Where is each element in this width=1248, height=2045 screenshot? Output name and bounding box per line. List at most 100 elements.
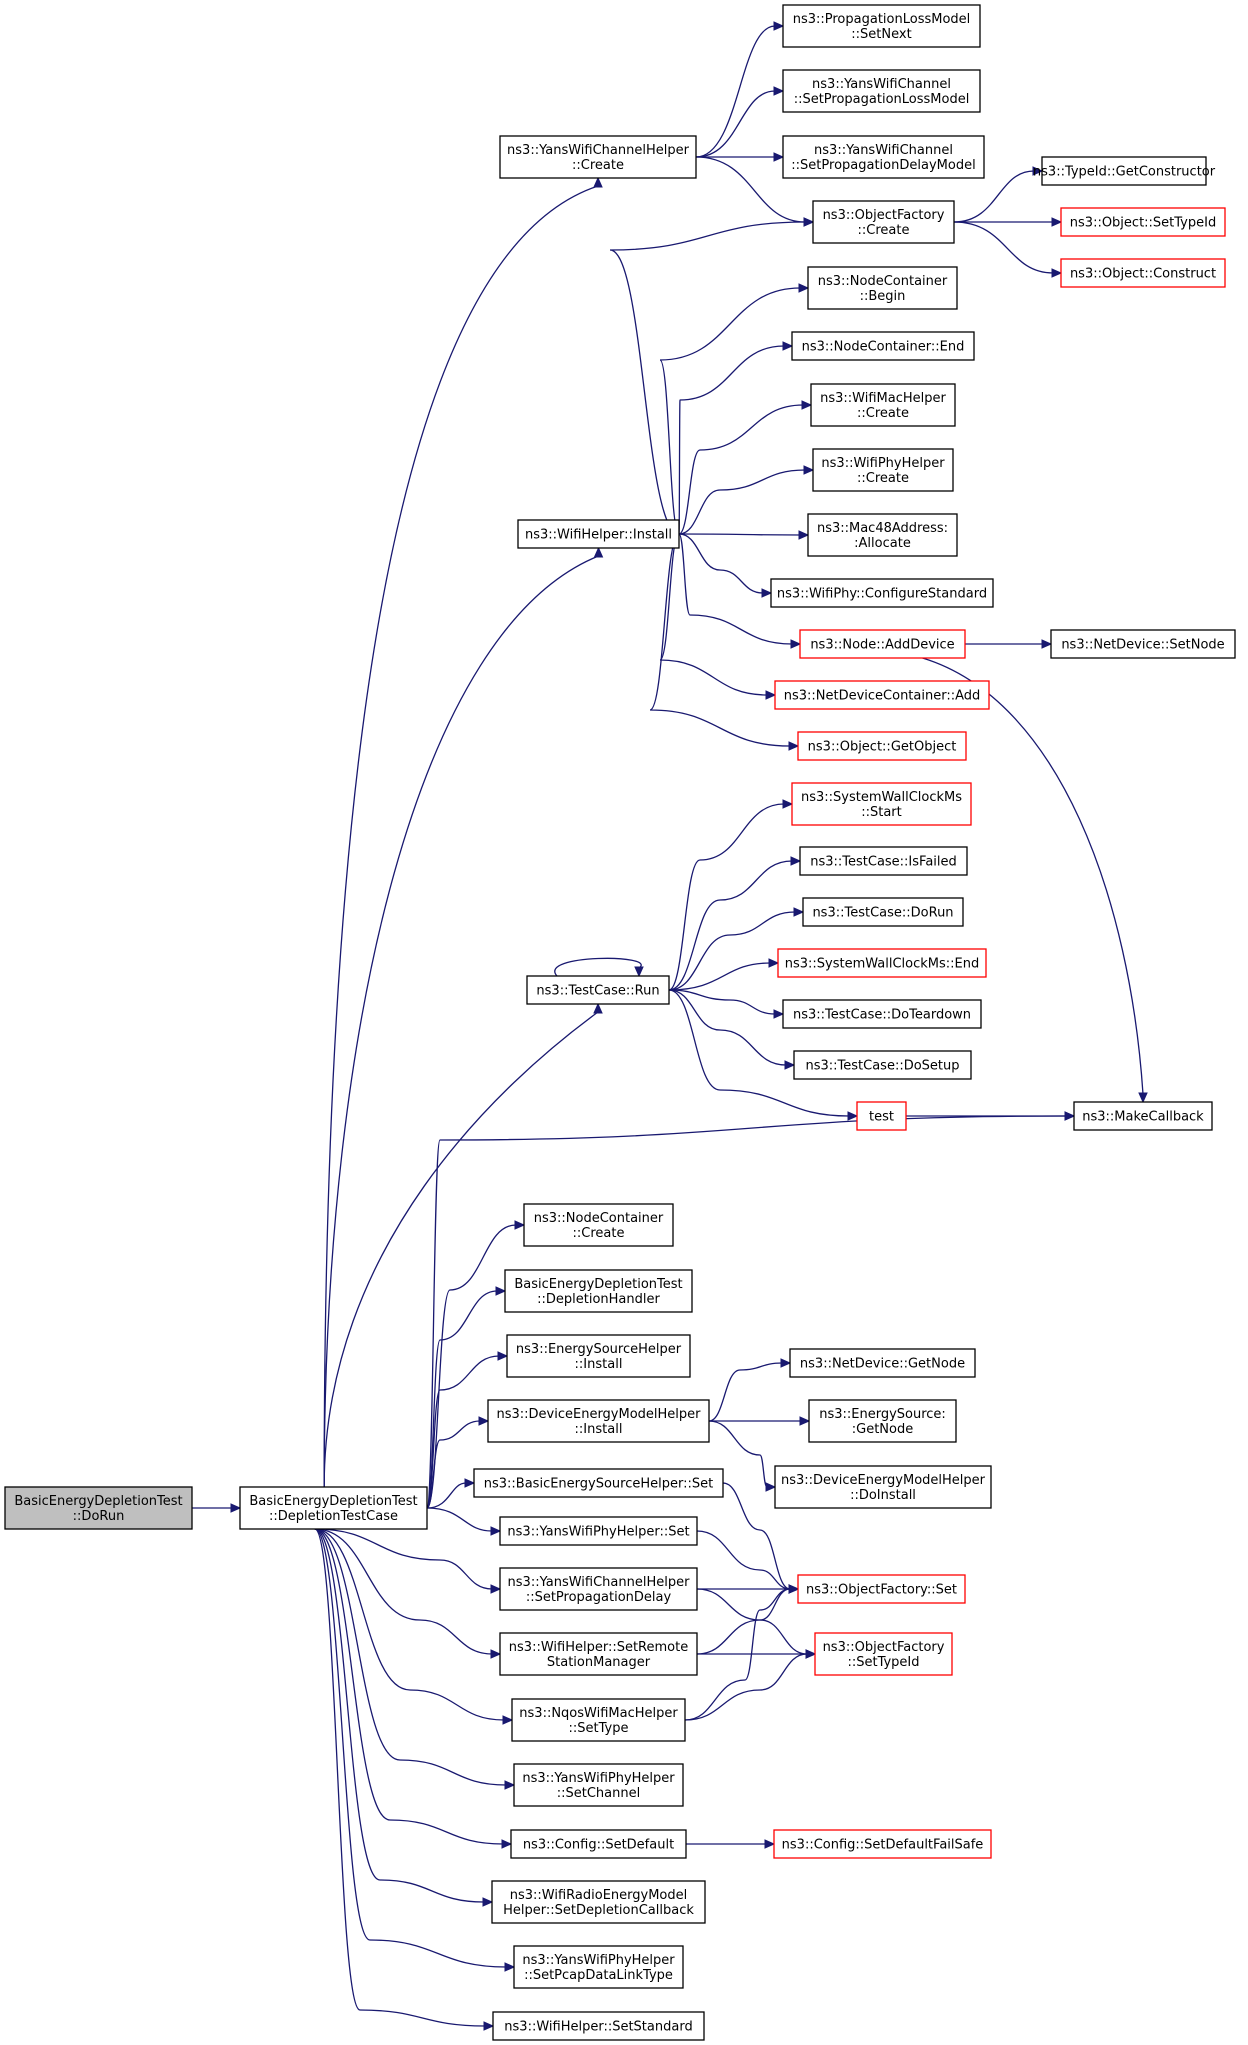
node-testcase-doteardown[interactable]: ns3::TestCase::DoTeardown [782,999,982,1029]
node-label-line: ns3::YansWifiChannel [812,77,951,92]
node-label-line: ::SetPcapDataLinkType [524,1968,673,1983]
node-nodecontainer-begin[interactable]: ns3::NodeContainer::Begin [807,266,958,310]
node-wifihelper-install[interactable]: ns3::WifiHelper::Install [517,519,680,549]
call-edge-testcase-run-to-clock-start [668,799,794,991]
node-object-settypeid[interactable]: ns3::Object::SetTypeId [1060,207,1226,237]
node-energysource-getnode[interactable]: ns3::EnergySource::GetNode [808,1399,957,1443]
node-box [773,1829,992,1859]
node-testcase-dosetup[interactable]: ns3::TestCase::DoSetup [793,1050,972,1080]
node-label-line: ns3::WifiPhy::ConfigureStandard [777,587,987,602]
node-box [506,1334,691,1378]
node-nqos-settype[interactable]: ns3::NqosWifiMacHelper::SetType [511,1698,686,1742]
node-radio-setdepletioncb[interactable]: ns3::WifiRadioEnergyModelHelper::SetDepl… [491,1880,706,1924]
call-edge-depletion-test-case-to-yanschannel-setpropdelay [314,1528,502,1594]
node-make-callback[interactable]: ns3::MakeCallback [1073,1101,1213,1131]
node-yans-channel-create[interactable]: ns3::YansWifiChannelHelper::Create [499,135,697,179]
node-box [802,897,964,927]
node-wifimac-create[interactable]: ns3::WifiMacHelper::Create [810,383,956,427]
node-label-line: ::Create [573,1226,625,1241]
node-label-line: ::DepletionTestCase [269,1509,398,1524]
call-edge-wifihelper-setremote-to-objfactory-set [696,1584,800,1655]
node-label-line: ::Install [575,1357,623,1372]
call-edge-depletion-test-case-to-basicsource-set [426,1478,476,1509]
node-box [510,1829,687,1859]
node-label-line: ns3::WifiHelper::SetStandard [504,2020,692,2035]
node-netdevcontainer-add[interactable]: ns3::NetDeviceContainer::Add [774,680,990,710]
call-edge-wifihelper-install-to-nodecontainer-end [678,341,794,535]
node-label-line: ns3::WifiMacHelper [820,391,946,406]
node-config-setdefaultfailsafe[interactable]: ns3::Config::SetDefaultFailSafe [773,1829,992,1859]
node-label-line: test [869,1110,894,1125]
call-edge-yanschannel-setpropdelay-to-objfactory-settypeid [696,1588,817,1659]
node-label-line: ns3::SystemWallClockMs::End [785,957,980,972]
node-typeid-getconstructor[interactable]: ns3::TypeId::GetConstructor [1033,156,1216,186]
node-yansphy-setpcap[interactable]: ns3::YansWifiPhyHelper::SetPcapDataLinkT… [513,1945,684,1989]
node-devenergy-doinstall[interactable]: ns3::DeviceEnergyModelHelper::DoInstall [774,1465,992,1509]
node-box [812,200,955,244]
node-testcase-isfailed[interactable]: ns3::TestCase::IsFailed [799,846,968,876]
node-label-line: ns3::Object::SetTypeId [1070,216,1216,231]
call-edges [192,21,1148,2031]
call-edge-wifihelper-install-to-wifiphy-create [678,465,815,535]
node-yansphy-setchannel[interactable]: ns3::YansWifiPhyHelper::SetChannel [513,1763,684,1807]
node-node-adddevice[interactable]: ns3::Node::AddDevice [799,629,966,659]
node-label-line: ::DoRun [73,1509,125,1524]
node-box [526,975,670,1005]
node-set-prop-loss-model[interactable]: ns3::YansWifiChannel::SetPropagationLoss… [782,69,981,113]
node-basicsource-set[interactable]: ns3::BasicEnergySourceHelper::Set [473,1468,724,1498]
node-objfactory-set[interactable]: ns3::ObjectFactory::Set [797,1574,966,1604]
call-edge-depletion-test-case-to-wifihelper-setremote [314,1528,502,1659]
node-label-line: ::SetPropagationDelayModel [791,158,975,173]
node-mac48-allocate[interactable]: ns3::Mac48Address::Allocate [807,513,958,557]
call-edge-depletion-test-case-to-wifihelper-install [323,546,604,1488]
call-edge-depletion-test-case-to-nqos-settype [314,1528,514,1725]
node-devenergy-install[interactable]: ns3::DeviceEnergyModelHelper::Install [487,1399,710,1443]
node-wifiphy-create[interactable]: ns3::WifiPhyHelper::Create [812,448,954,492]
node-yansphy-set[interactable]: ns3::YansWifiPhyHelper::Set [499,1516,698,1546]
node-label-line: ns3::Mac48Address: [817,521,948,536]
node-box [504,1269,693,1313]
node-depletion-handler[interactable]: BasicEnergyDepletionTest::DepletionHandl… [504,1269,693,1313]
node-depletion-test-case[interactable]: BasicEnergyDepletionTest::DepletionTestC… [239,1486,428,1530]
node-energysource-install[interactable]: ns3::EnergySourceHelper::Install [506,1334,691,1378]
node-label-line: ::Install [575,1422,623,1437]
node-clock-start[interactable]: ns3::SystemWallClockMs::Start [791,782,972,826]
node-label-line: ns3::Config::SetDefaultFailSafe [782,1838,984,1853]
node-test[interactable]: test [856,1101,907,1131]
node-clock-end[interactable]: ns3::SystemWallClockMs::End [777,948,987,978]
node-object-construct[interactable]: ns3::Object::Construct [1060,258,1226,288]
node-label-line: ::SetPropagationLossModel [794,92,970,107]
node-objfactory-create[interactable]: ns3::ObjectFactory::Create [812,200,955,244]
node-set-prop-delay-model[interactable]: ns3::YansWifiChannel::SetPropagationDela… [782,135,985,179]
node-nodecontainer-end[interactable]: ns3::NodeContainer::End [791,331,975,361]
node-label-line: ns3::DeviceEnergyModelHelper [496,1407,701,1422]
node-wifihelper-setstandard[interactable]: ns3::WifiHelper::SetStandard [492,2011,705,2041]
call-edge-wifihelper-install-to-netdevcontainer-add [659,533,777,700]
node-configure-standard[interactable]: ns3::WifiPhy::ConfigureStandard [770,578,994,608]
node-netdevice-getnode[interactable]: ns3::NetDevice::GetNode [789,1348,976,1378]
node-netdevice-setnode[interactable]: ns3::NetDevice::SetNode [1050,629,1236,659]
node-nodecontainer-create[interactable]: ns3::NodeContainer::Create [523,1203,674,1247]
node-label-line: :GetNode [852,1422,913,1437]
node-label-line: ns3::TestCase::DoTeardown [793,1008,971,1023]
node-object-getobject[interactable]: ns3::Object::GetObject [797,731,967,761]
node-label-line: ns3::PropagationLossModel [793,12,971,27]
node-testcase-dorun[interactable]: ns3::TestCase::DoRun [802,897,964,927]
node-testcase-run[interactable]: ns3::TestCase::Run [526,975,670,1005]
node-label-line: ns3::TestCase::IsFailed [810,855,957,870]
node-box [491,1880,706,1924]
node-prop-loss-setnext[interactable]: ns3::PropagationLossModel::SetNext [782,4,981,48]
node-yanschannel-setpropdelay[interactable]: ns3::YansWifiChannelHelper::SetPropagati… [499,1567,698,1611]
node-label-line: BasicEnergyDepletionTest [249,1494,417,1509]
node-objfactory-settypeid[interactable]: ns3::ObjectFactory::SetTypeId [814,1632,953,1676]
node-box [770,578,994,608]
node-label-line: ns3::NodeContainer [818,274,948,289]
node-config-setdefault[interactable]: ns3::Config::SetDefault [510,1829,687,1859]
node-box [782,999,982,1029]
node-label-line: ns3::YansWifiChannelHelper [507,143,690,158]
node-label-line: ns3::YansWifiChannelHelper [508,1575,691,1590]
node-label-line: ::Start [861,805,902,820]
node-label-line: ns3::Config::SetDefault [523,1838,674,1853]
